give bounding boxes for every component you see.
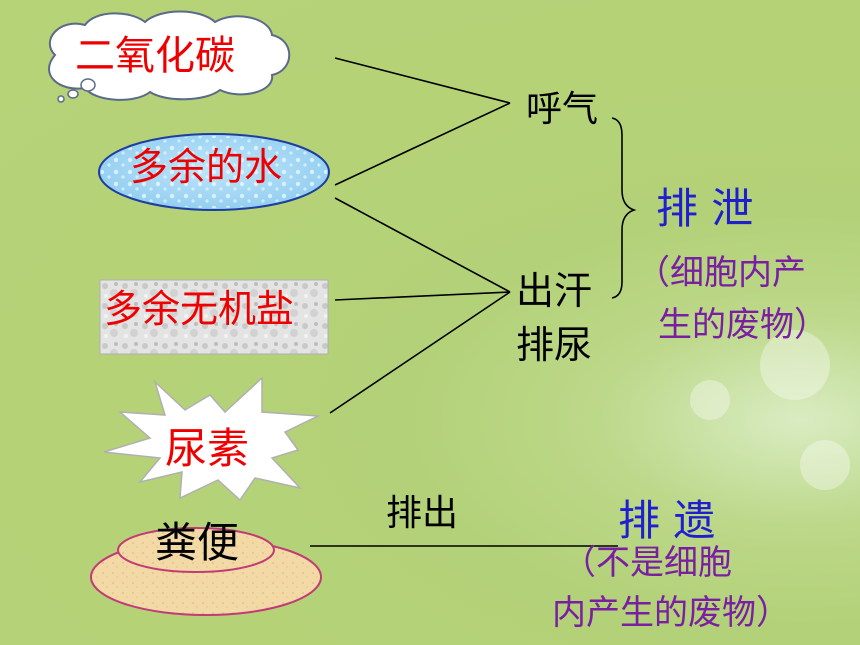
route-urine: 排尿 <box>516 323 593 367</box>
item-salt: 多余无机盐 <box>104 287 295 331</box>
egestion-note-line2: 内产生的废物） <box>552 593 790 633</box>
item-feces: 粪便 <box>155 518 240 567</box>
category-excretion: 排 泄 <box>656 184 754 233</box>
category-egestion: 排 遗 <box>618 496 716 545</box>
item-water: 多余的水 <box>130 145 283 189</box>
connector-lines <box>310 57 618 547</box>
excretion-note-line1: （细胞内产 <box>636 253 806 293</box>
bokeh-light <box>690 380 730 420</box>
excretion-note-line2: 生的废物） <box>658 305 828 345</box>
egestion-note-line1: （不是细胞 <box>562 543 732 583</box>
salt-rect-shape <box>99 279 329 355</box>
curly-brace <box>611 117 637 299</box>
feces-discs-shape <box>90 527 322 616</box>
bokeh-light <box>760 330 830 400</box>
cloud-shape <box>48 10 291 103</box>
route-breathe: 呼气 <box>526 89 599 130</box>
water-ellipse-shape <box>98 133 330 211</box>
item-urea: 尿素 <box>165 424 250 473</box>
route-discharge: 排出 <box>386 493 459 534</box>
item-co2: 二氧化碳 <box>75 33 235 79</box>
bokeh-light <box>800 440 850 490</box>
urea-burst-shape <box>103 376 321 502</box>
route-sweat: 出汗 <box>516 269 593 313</box>
